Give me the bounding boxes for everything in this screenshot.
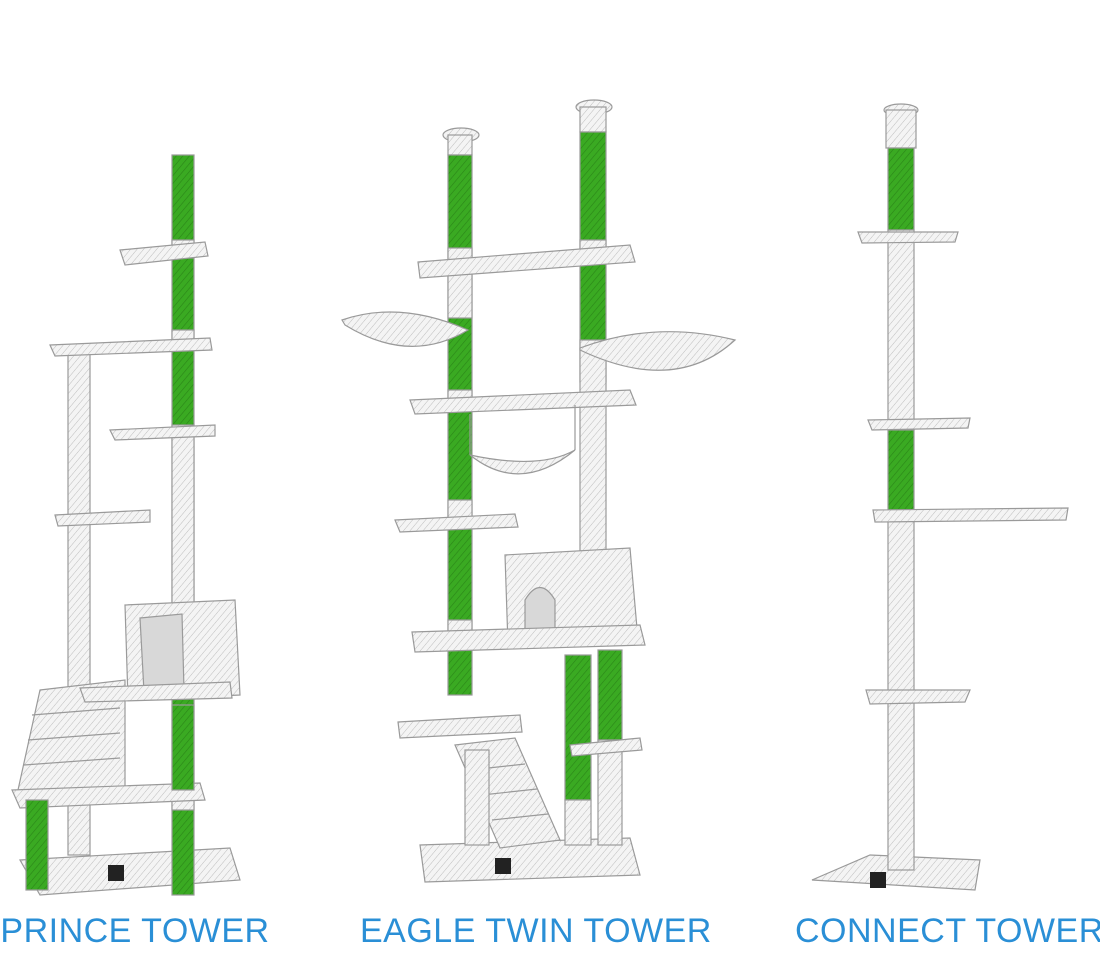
connect-tower-illustration (811, 103, 1069, 891)
prince-tower-caption: PRINCE TOWER (0, 912, 270, 950)
prince-tower-illustration (11, 154, 241, 896)
eagle-twin-tower-illustration (341, 99, 737, 883)
connect-tower-caption: CONNECT TOWER (795, 912, 1100, 950)
eagle-twin-tower-caption: EAGLE TWIN TOWER (360, 912, 712, 950)
